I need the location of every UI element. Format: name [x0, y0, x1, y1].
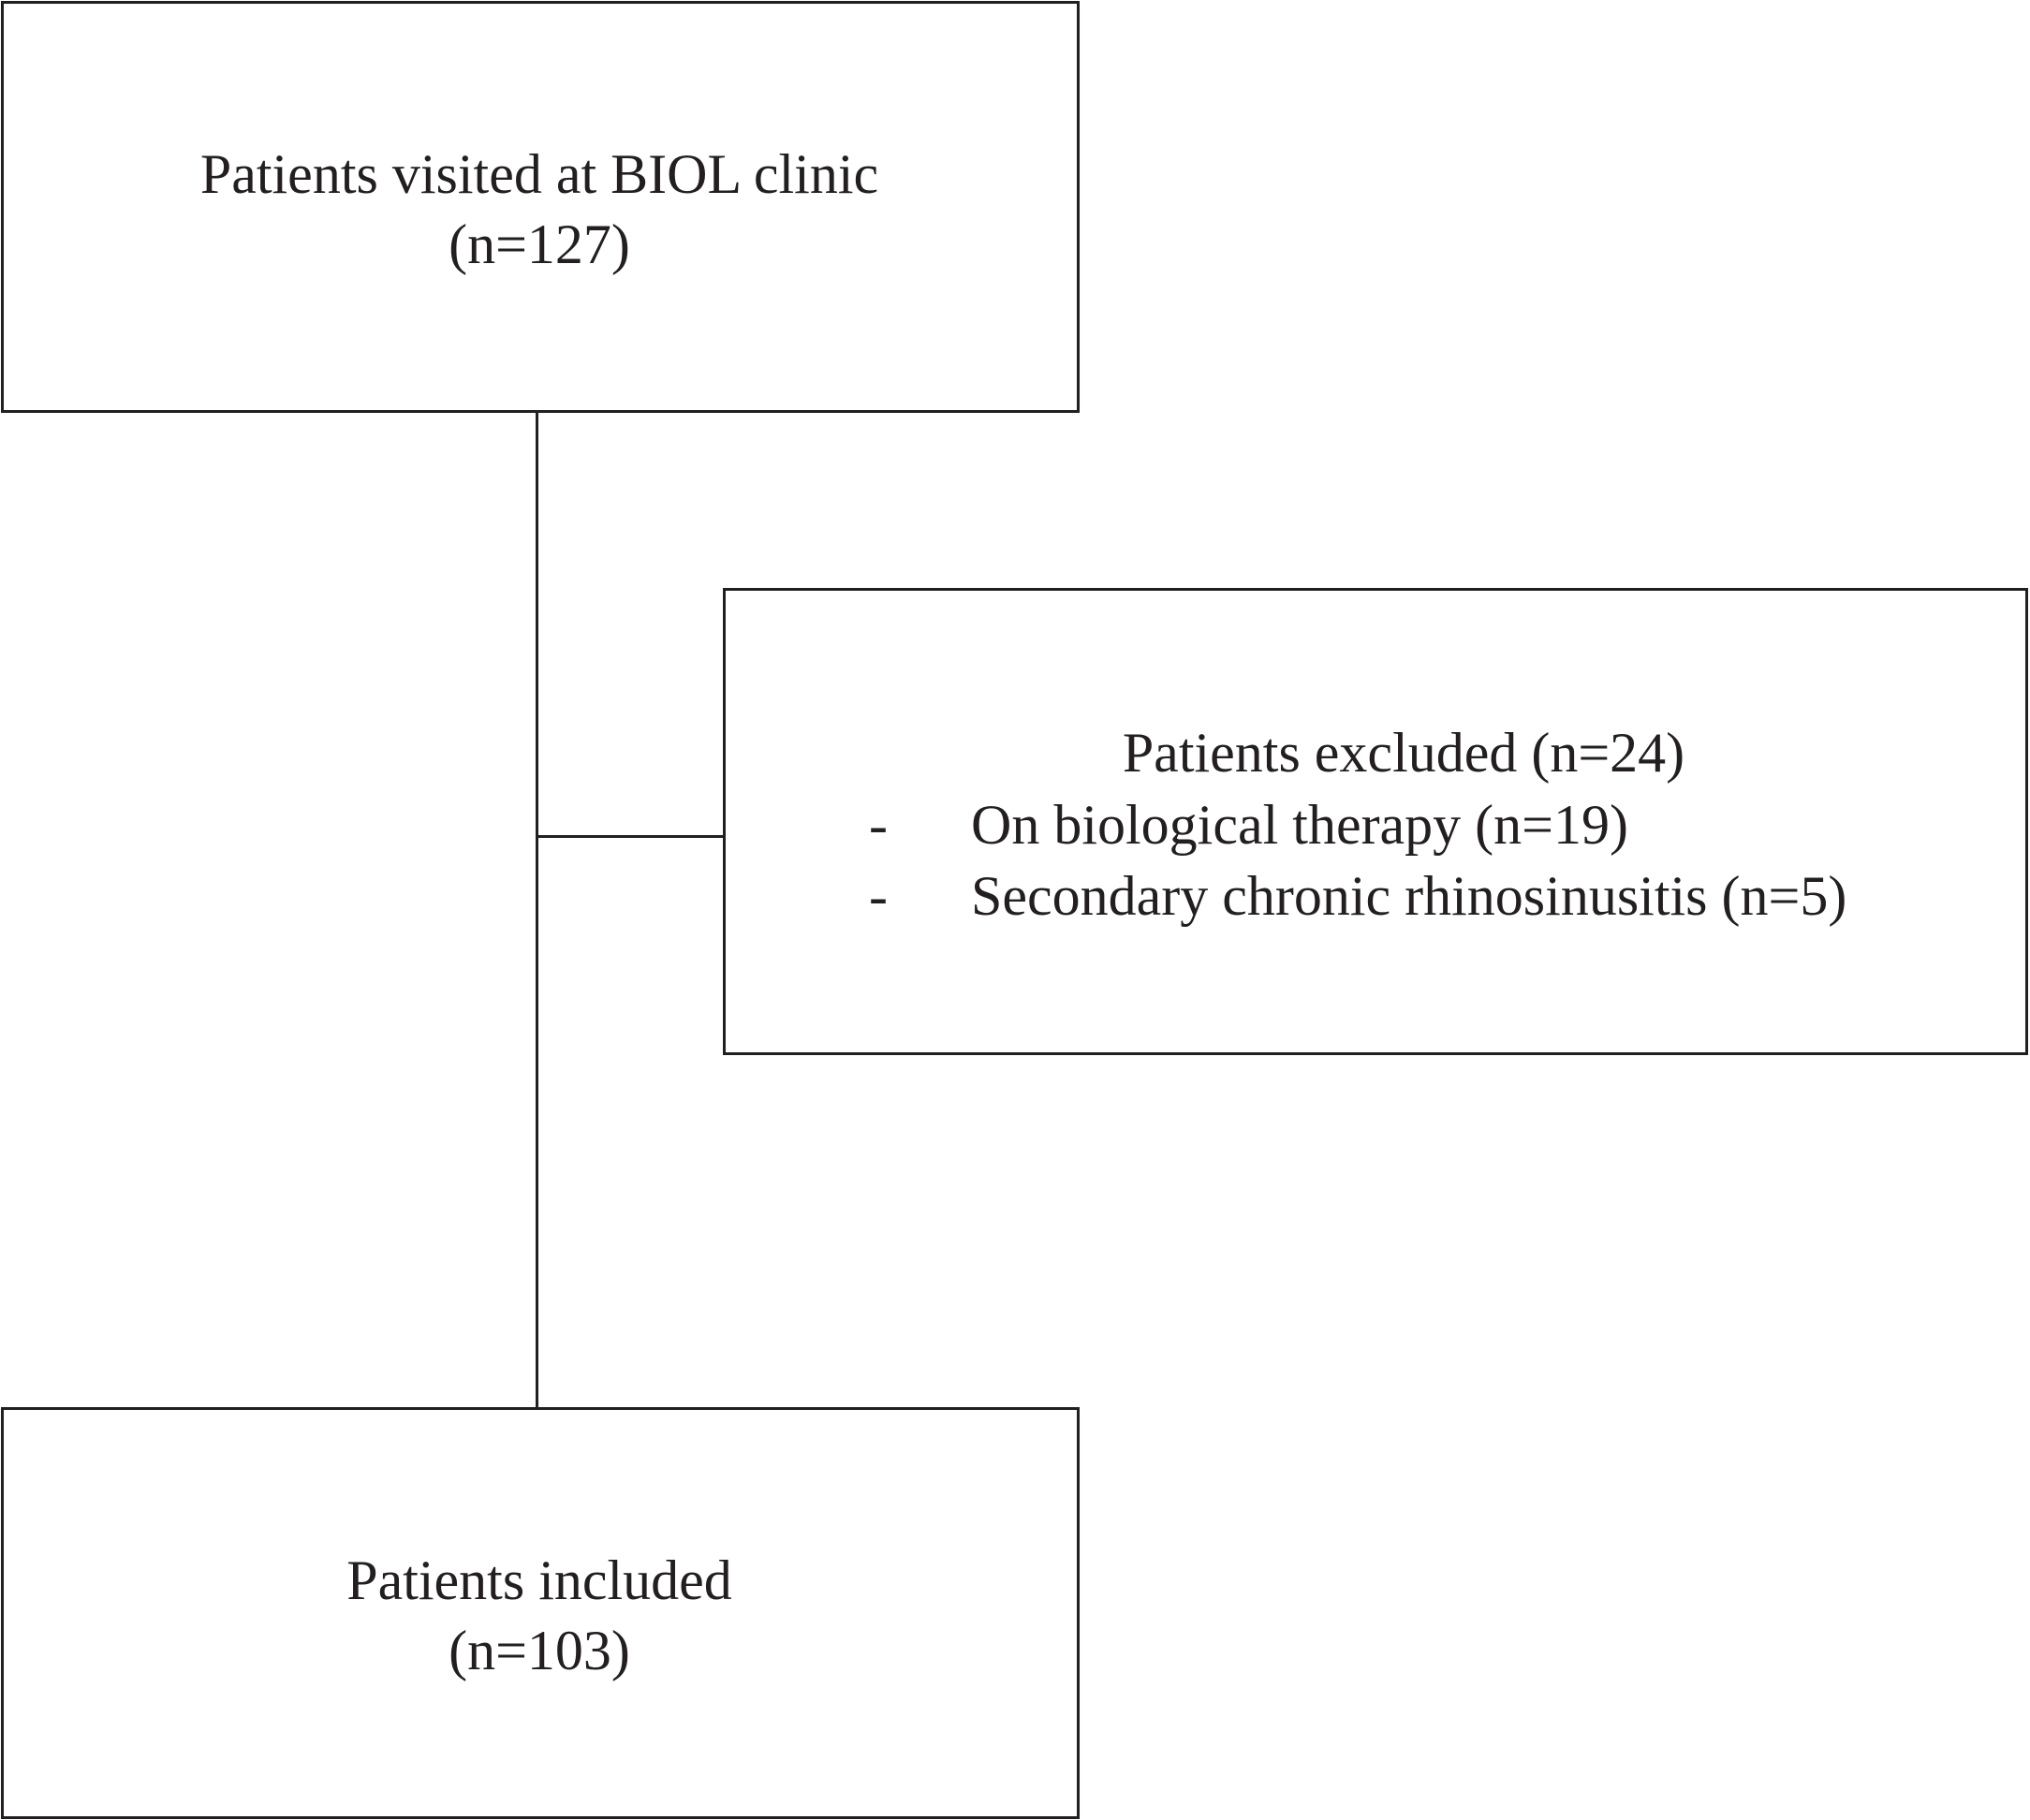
- enrolled-label: Patients visited at BIOL clinic: [199, 143, 879, 205]
- excluded-heading: Patients excluded (n=24): [1122, 722, 1685, 784]
- flow-connector-vertical: [536, 413, 538, 1407]
- enrolled-count: (n=127): [449, 213, 630, 275]
- included-label: Patients included: [346, 1549, 732, 1611]
- excluded-bullet-marker: -: [869, 794, 888, 856]
- excluded-reason-item: On biological therapy (n=19): [971, 794, 1628, 856]
- flow-connector-exclusion: [537, 835, 723, 838]
- excluded-bullet-marker: -: [869, 865, 888, 927]
- excluded-reason-item: Secondary chronic rhinosinusitis (n=5): [971, 865, 1847, 927]
- included-count: (n=103): [449, 1620, 630, 1681]
- excluded-box: [723, 588, 2028, 1055]
- enrolled-box: [1, 1, 1080, 413]
- included-box: [1, 1407, 1080, 1819]
